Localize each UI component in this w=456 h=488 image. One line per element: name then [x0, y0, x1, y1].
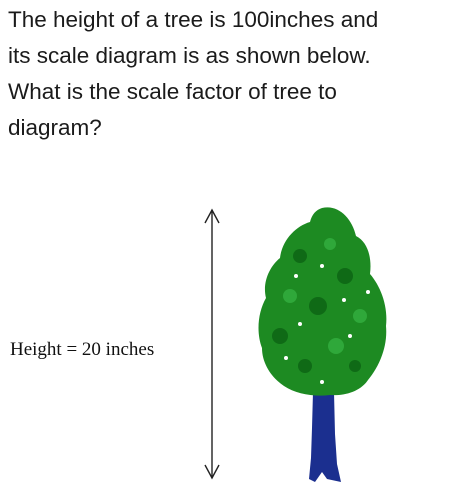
question-line-3: What is the scale factor of tree to	[8, 79, 337, 104]
double-headed-vertical-arrow-icon	[204, 208, 220, 480]
question-text: The height of a tree is 100inches and it…	[8, 2, 454, 146]
arrow-head-bottom	[204, 464, 220, 480]
tree-trunk	[309, 392, 341, 482]
diagram-canvas	[204, 207, 387, 482]
question-line-1: The height of a tree is 100inches and	[8, 7, 379, 32]
height-label: Height = 20 inches	[10, 339, 155, 360]
question-line-4: diagram?	[8, 115, 102, 140]
scale-diagram: Height = 20 inches	[0, 196, 456, 488]
tree-icon	[258, 207, 387, 482]
foliage-texture	[272, 238, 370, 384]
arrow-head-top	[204, 208, 220, 224]
question-line-2: its scale diagram is as shown below.	[8, 43, 371, 68]
